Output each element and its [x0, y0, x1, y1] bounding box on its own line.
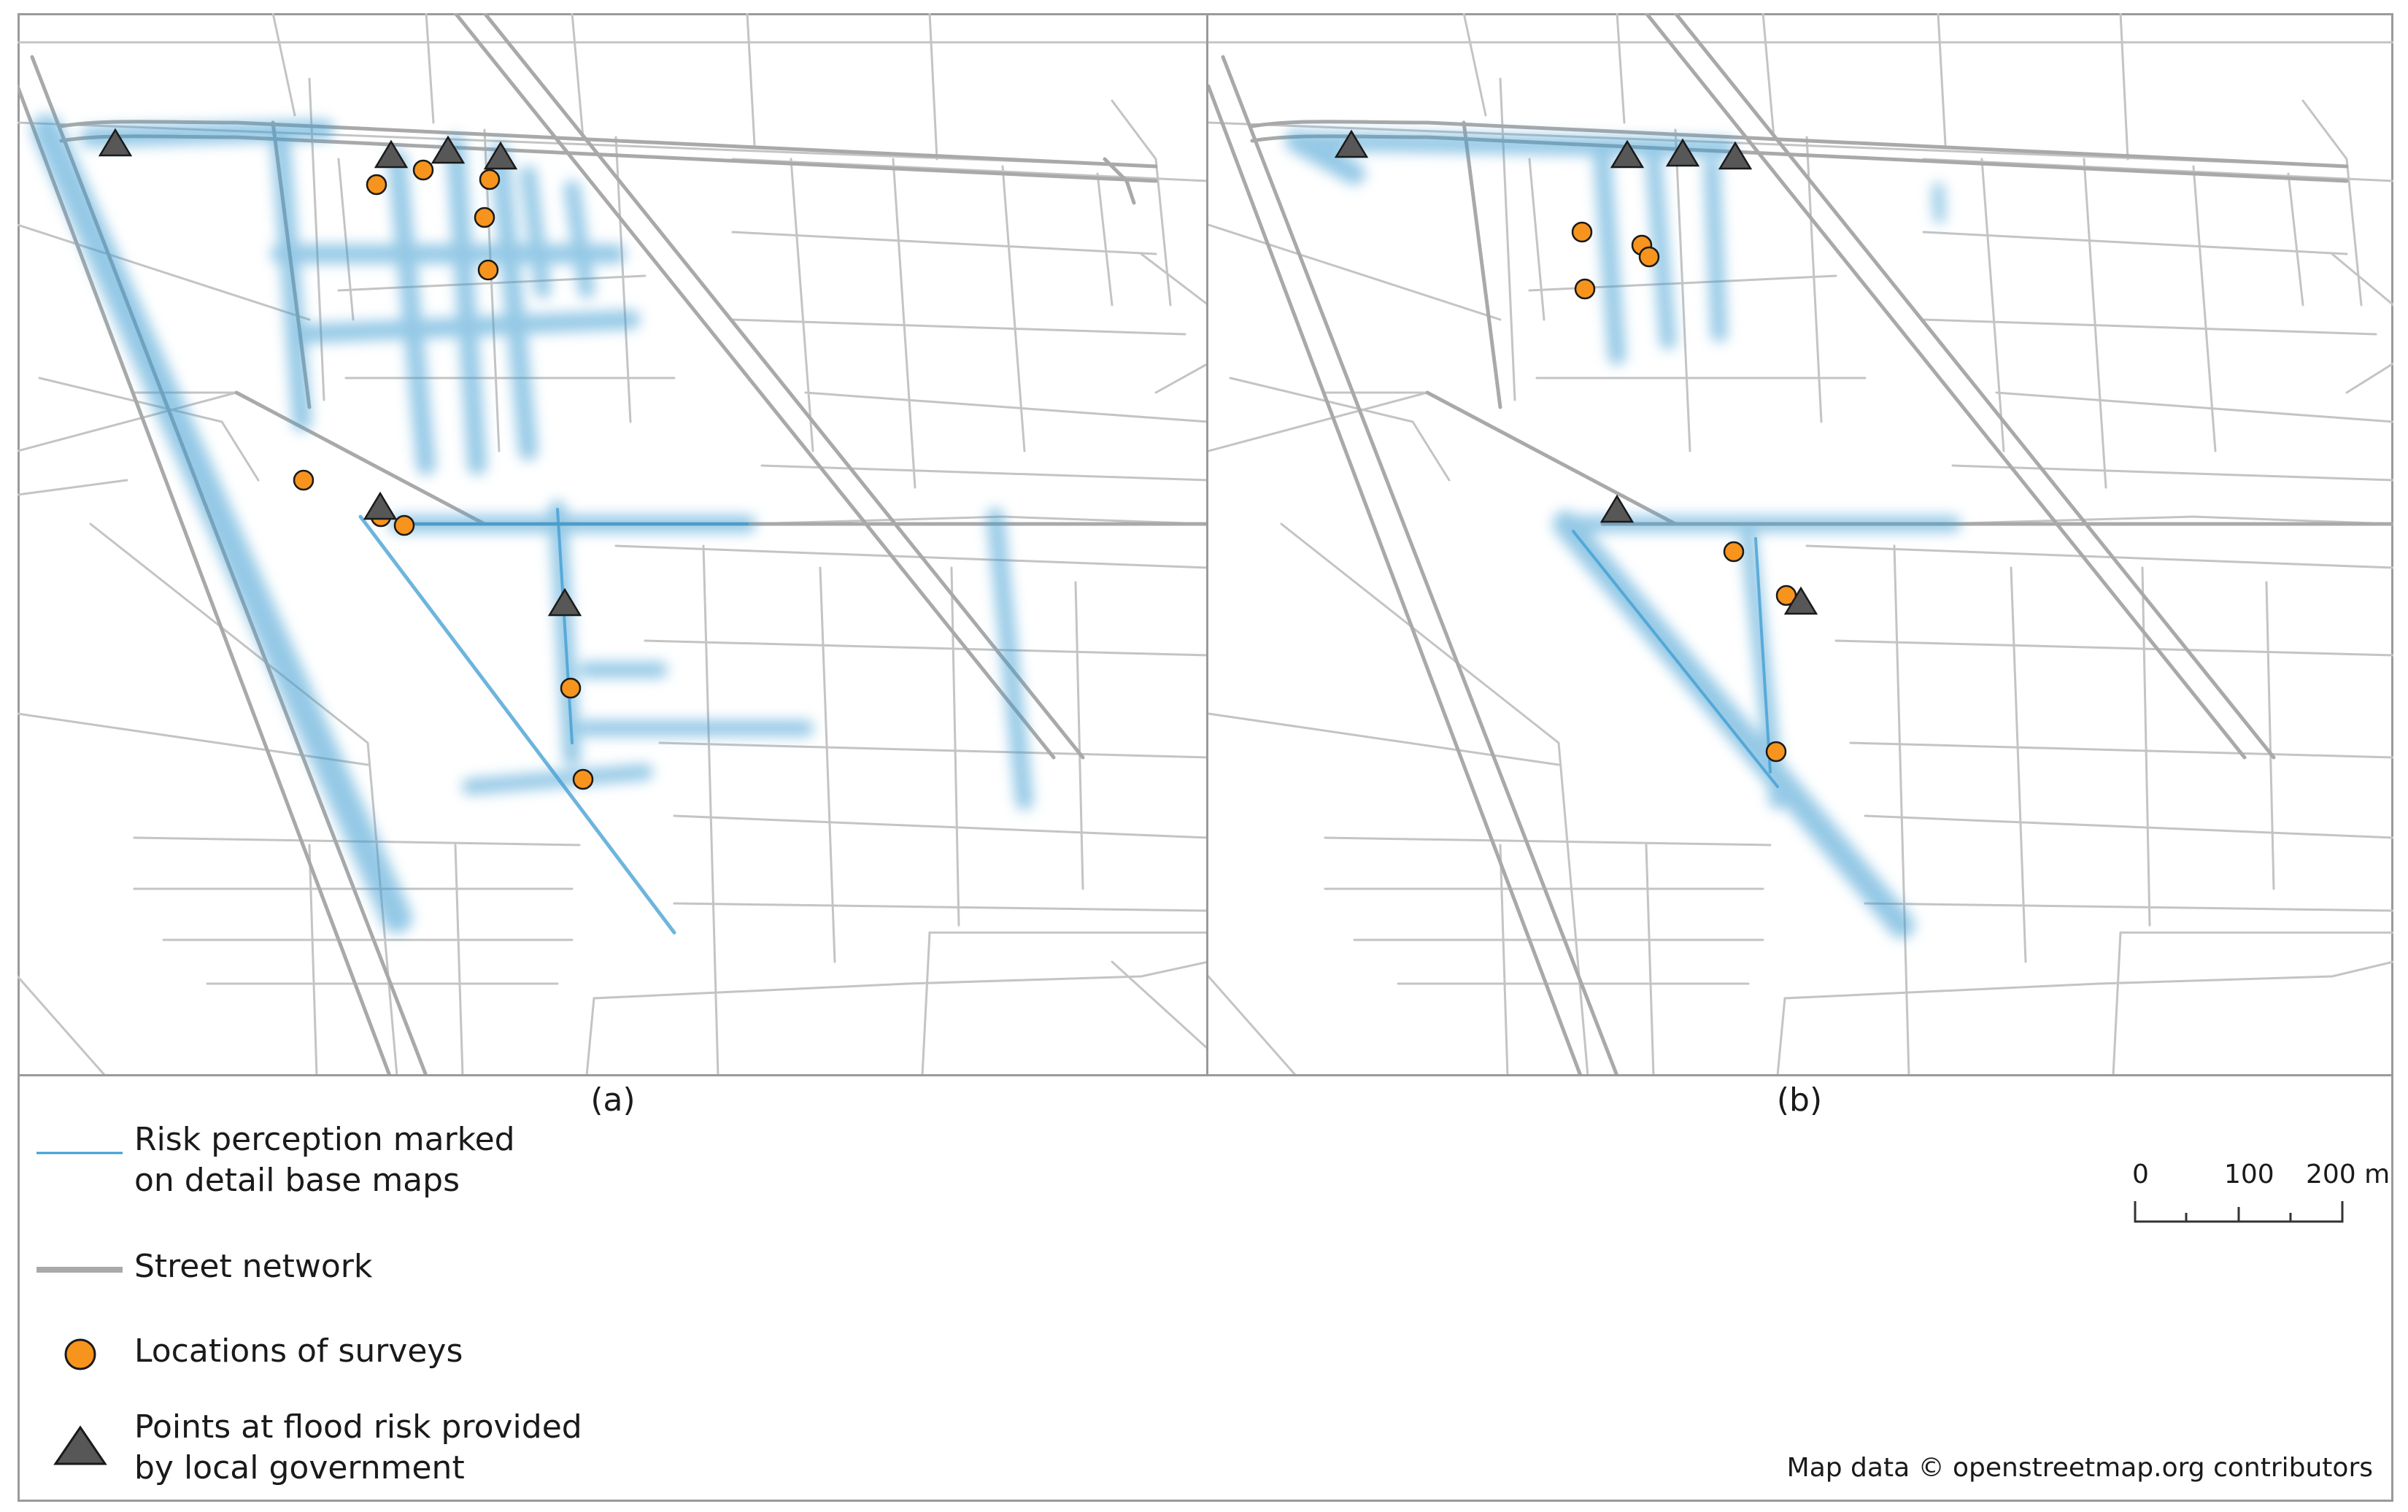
survey-location-marker	[412, 159, 434, 181]
flood-risk-point-marker	[1783, 586, 1818, 615]
flood-risk-point-marker	[1718, 141, 1753, 170]
flood-risk-point-marker	[547, 587, 582, 617]
scale-label-0: 0	[2132, 1160, 2149, 1189]
legend-label-street-network: Street network	[134, 1248, 373, 1285]
legend-label-risk-perception: Risk perception marked on detail base ma…	[134, 1121, 515, 1199]
survey-location-marker	[366, 174, 387, 196]
survey-location-marker	[560, 677, 582, 699]
legend-label-flood-risk-points: Points at flood risk provided by local g…	[134, 1408, 582, 1486]
flood-risk-point-marker	[483, 141, 518, 170]
gray-line-icon	[36, 1267, 123, 1273]
scale-label-100: 100	[2224, 1160, 2274, 1189]
survey-location-marker	[393, 514, 415, 536]
orange-circle-icon	[64, 1338, 96, 1370]
map-b-canvas	[1208, 13, 2393, 1076]
panel-label-a: (a)	[590, 1081, 636, 1119]
legend-divider	[18, 1074, 2393, 1076]
flood-risk-point-marker	[1610, 139, 1645, 169]
flood-risk-point-marker	[1665, 138, 1700, 167]
survey-location-marker	[293, 469, 314, 491]
scale-label-200: 200 m	[2306, 1160, 2390, 1189]
risk-perception-core-b	[1572, 530, 1779, 788]
panel-label-b: (b)	[1776, 1081, 1823, 1119]
flood-risk-point-marker	[431, 135, 466, 164]
legend-label-survey-locations: Locations of surveys	[134, 1332, 463, 1370]
gray-triangle-icon	[53, 1425, 107, 1465]
markers-a	[98, 128, 594, 790]
map-panel-a	[18, 13, 1208, 1076]
survey-location-marker	[1765, 741, 1787, 763]
risk-perception-a	[31, 115, 1033, 933]
survey-location-marker	[474, 207, 495, 228]
street-network-b	[1208, 13, 2393, 1076]
survey-location-marker	[1571, 221, 1593, 243]
flood-risk-point-marker	[1599, 494, 1635, 523]
flood-risk-point-marker	[1334, 129, 1369, 158]
map-panel-b	[1208, 13, 2393, 1076]
risk-perception-b	[1285, 130, 1961, 938]
risk-perception-core-a	[358, 508, 749, 935]
blue-line-icon	[36, 1150, 123, 1162]
survey-location-marker	[479, 169, 501, 190]
map-a-canvas	[18, 13, 1206, 1076]
survey-location-marker	[1723, 541, 1745, 563]
flood-risk-point-marker	[363, 491, 398, 520]
markers-b	[1334, 129, 1818, 763]
survey-location-marker	[477, 259, 499, 281]
survey-location-marker	[572, 768, 594, 790]
flood-risk-point-marker	[374, 139, 409, 169]
scale-bar-graphic	[2134, 1201, 2344, 1223]
map-credit: Map data © openstreetmap.org contributor…	[1786, 1453, 2373, 1483]
flood-risk-point-marker	[98, 128, 133, 157]
scale-bar: 0 100 200 m	[2131, 1159, 2390, 1239]
survey-location-marker	[1638, 246, 1660, 268]
survey-location-marker	[1574, 278, 1596, 300]
